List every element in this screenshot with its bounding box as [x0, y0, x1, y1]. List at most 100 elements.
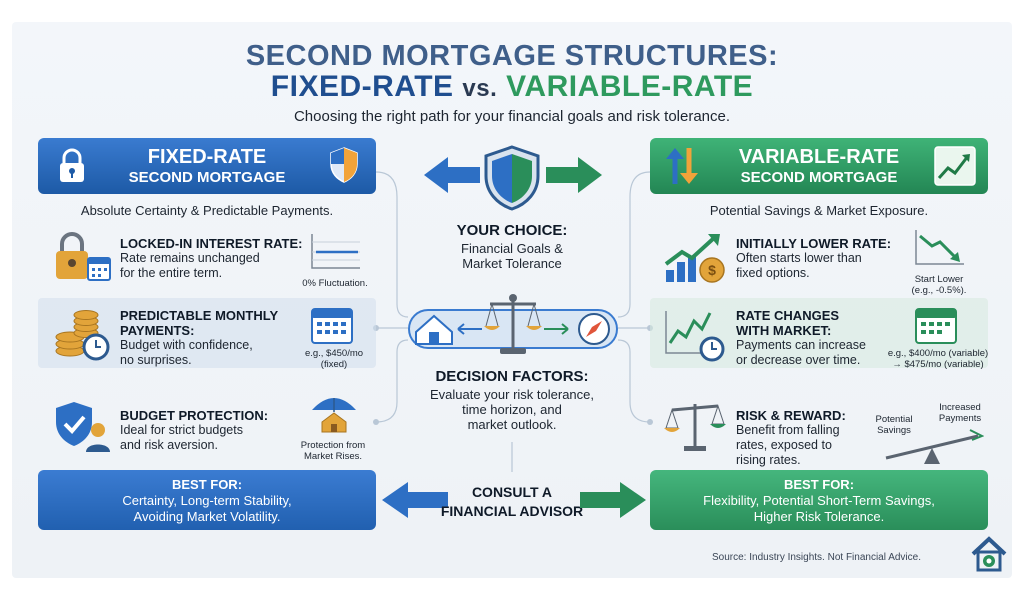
- umbrella-house-icon: [312, 398, 356, 433]
- feature-text-line: or decrease over time.: [736, 353, 861, 367]
- feature-heading: RATE CHANGES: [736, 308, 840, 323]
- decision-factors-heading: DECISION FACTORS:: [435, 368, 589, 385]
- up-down-arrows-icon: [666, 148, 698, 184]
- consult-line: FINANCIAL ADVISOR: [440, 503, 584, 519]
- title-vs: vs.: [462, 75, 498, 102]
- padlock-icon: [60, 148, 84, 182]
- feature-heading: RISK & REWARD:: [736, 408, 846, 423]
- right-arrow-green: [546, 157, 602, 193]
- fixed-feature-predictable-payments: PREDICTABLE MONTHLY PAYMENTS: Budget wit…: [120, 308, 310, 368]
- infographic: SECOND MORTGAGE STRUCTURES: FIXED-RATE v…: [12, 22, 1012, 578]
- fixed-note-protection-line2: Market Rises.: [303, 451, 363, 462]
- growth-chart-coin-icon: $: [664, 234, 725, 283]
- feature-heading: PREDICTABLE MONTHLY: [120, 308, 279, 323]
- falling-chart-icon: [915, 230, 964, 265]
- feature-text-line: Ideal for strict budgets: [120, 423, 243, 437]
- title-variable: VARIABLE-RATE: [506, 70, 754, 103]
- best-for-heading: BEST FOR:: [171, 477, 243, 492]
- feature-text-line: rates, exposed to: [736, 438, 832, 452]
- shield-icon: [330, 147, 358, 183]
- calendar-icon: [311, 308, 353, 344]
- page-title-line2: FIXED-RATE vs. VARIABLE-RATE: [12, 70, 1012, 104]
- svg-text:$: $: [708, 262, 716, 278]
- zigzag-chart-clock-icon: [665, 311, 725, 362]
- fixed-tagline: Absolute Certainty & Predictable Payment…: [80, 203, 334, 218]
- fixed-banner-title: FIXED-RATE: [147, 146, 267, 168]
- fixed-note-fluctuation: 0% Fluctuation.: [302, 278, 368, 289]
- feature-heading: PAYMENTS:: [120, 323, 195, 338]
- decision-factors-block: DECISION FACTORS: Evaluate your risk tol…: [402, 368, 622, 432]
- feature-text-line: Benefit from falling: [736, 423, 840, 437]
- variable-note-start-lower-line1: Start Lower: [914, 274, 964, 285]
- fixed-note-payment-line1: e.g., $450/mo: [304, 348, 364, 359]
- feature-text-line: and risk aversion.: [120, 438, 218, 452]
- feature-heading: INITIALLY LOWER RATE:: [736, 236, 892, 251]
- title-fixed: FIXED-RATE: [270, 70, 454, 103]
- variable-banner-subtitle: SECOND MORTGAGE: [740, 169, 898, 186]
- variable-note-payments-line1: Increased: [939, 402, 981, 413]
- consult-line: CONSULT A: [471, 484, 553, 500]
- variable-feature-lower-rate: INITIALLY LOWER RATE: Often starts lower…: [736, 236, 916, 281]
- calendar-icon-green: [915, 308, 957, 344]
- bottom-left-arrow-blue: [382, 482, 448, 518]
- feature-text-line: Rate remains unchanged: [120, 251, 260, 265]
- your-choice-heading: YOUR CHOICE:: [456, 222, 568, 239]
- variable-feature-risk-reward: RISK & REWARD: Benefit from falling rate…: [736, 408, 886, 468]
- best-for-line: Certainty, Long-term Stability,: [122, 493, 292, 508]
- fixed-feature-budget-protection: BUDGET PROTECTION: Ideal for strict budg…: [120, 408, 310, 453]
- house-logo-icon: [971, 536, 1007, 572]
- scale-icon: [484, 294, 542, 354]
- balance-scale-icon: [664, 404, 726, 451]
- feature-text-line: Budget with confidence,: [120, 338, 253, 352]
- your-choice-line: Financial Goals &: [461, 241, 563, 256]
- feature-heading: WITH MARKET:: [736, 323, 832, 338]
- feature-heading: LOCKED-IN INTEREST RATE:: [120, 236, 303, 251]
- decision-factors-line: time horizon, and: [462, 402, 562, 417]
- subtitle: Choosing the right path for your financi…: [293, 108, 731, 125]
- variable-note-payment-line2: → $475/mo (variable): [892, 359, 984, 370]
- source-note: Source: Industry Insights. Not Financial…: [712, 552, 921, 563]
- fixed-banner-subtitle: SECOND MORTGAGE: [128, 169, 286, 186]
- variable-note-start-lower-line2: (e.g., -0.5%).: [911, 285, 967, 296]
- fixed-note-payment-line2: (fixed): [320, 359, 348, 370]
- consult-advisor-block: CONSULT A FINANCIAL ADVISOR: [432, 484, 592, 519]
- variable-note-payments-line2: Payments: [938, 413, 982, 424]
- fixed-best-for-box: BEST FOR: Certainty, Long-term Stability…: [38, 470, 376, 530]
- fixed-feature-locked-rate: LOCKED-IN INTEREST RATE: Rate remains un…: [120, 236, 320, 281]
- decision-factors-line: Evaluate your risk tolerance,: [429, 387, 595, 402]
- padlock-calendar-icon: [56, 232, 111, 281]
- variable-tagline: Potential Savings & Market Exposure.: [709, 203, 929, 218]
- variable-best-for-box: BEST FOR: Flexibility, Potential Short-T…: [650, 470, 988, 530]
- feature-text-line: Often starts lower than: [736, 251, 862, 265]
- fixed-note-protection-line1: Protection from: [300, 440, 366, 451]
- variable-feature-rate-changes: RATE CHANGES WITH MARKET: Payments can i…: [736, 308, 896, 368]
- fixed-rate-banner: FIXED-RATE SECOND MORTGAGE: [38, 138, 376, 194]
- variable-note-payment-line1: e.g., $400/mo (variable): [887, 348, 989, 359]
- variable-note-savings-line1: Potential: [875, 414, 913, 425]
- variable-banner-title: VARIABLE-RATE: [738, 146, 900, 168]
- feature-text-line: fixed options.: [736, 266, 810, 280]
- variable-note-savings-line2: Savings: [877, 425, 911, 436]
- variable-rate-banner: VARIABLE-RATE SECOND MORTGAGE: [650, 138, 988, 194]
- bottom-right-arrow-green: [580, 482, 646, 518]
- center-shield-icon: [484, 145, 540, 211]
- best-for-line: Flexibility, Potential Short-Term Saving…: [703, 493, 935, 508]
- best-for-heading: BEST FOR:: [783, 477, 855, 492]
- best-for-line: Avoiding Market Volatility.: [133, 509, 281, 524]
- feature-text-line: rising rates.: [736, 453, 801, 467]
- seesaw-icon: [885, 429, 984, 464]
- flat-line-chart-icon: [311, 234, 360, 269]
- rising-chart-icon: [934, 146, 976, 186]
- your-choice-block: YOUR CHOICE: Financial Goals & Market To…: [412, 222, 612, 271]
- your-choice-line: Market Tolerance: [462, 256, 562, 271]
- shield-user-icon: [56, 402, 110, 452]
- left-arrow-blue: [424, 157, 480, 193]
- feature-heading: BUDGET PROTECTION:: [120, 408, 269, 423]
- feature-text-line: for the entire term.: [120, 266, 223, 280]
- coin-stack-clock-icon: [55, 310, 110, 361]
- feature-text-line: no surprises.: [120, 353, 192, 367]
- decision-factors-line: market outlook.: [467, 417, 557, 432]
- feature-text-line: Payments can increase: [736, 338, 866, 352]
- best-for-line: Higher Risk Tolerance.: [753, 509, 885, 524]
- page-title-line1: SECOND MORTGAGE STRUCTURES:: [245, 40, 779, 72]
